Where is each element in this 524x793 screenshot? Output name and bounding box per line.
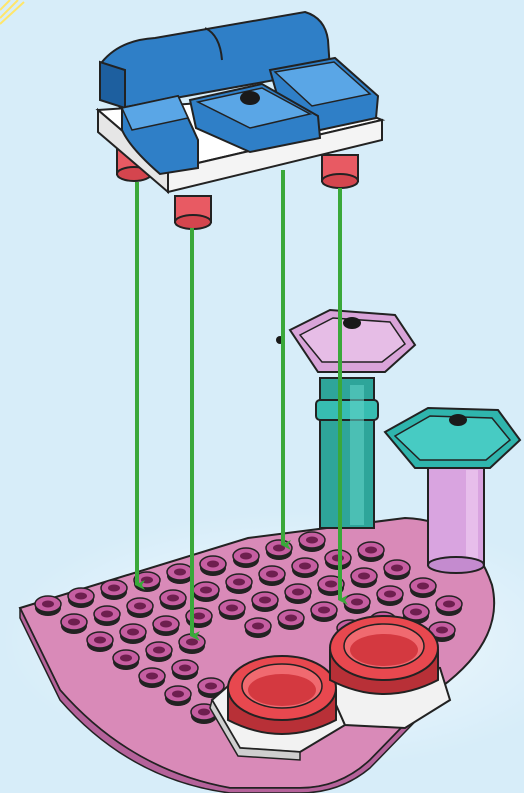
sunburst-decoration [0,0,24,24]
plate-stud [266,540,292,560]
plate-stud [410,578,436,598]
plate-stud [285,584,311,604]
pink-lamp [276,310,415,528]
plate-stud [245,618,271,638]
plate-stud [146,642,172,662]
red-cup-right [330,616,438,694]
plate-stud [233,548,259,568]
plate-stud [160,590,186,610]
plate-stud [351,568,377,588]
plate-stud [172,660,198,680]
plate-stud [292,558,318,578]
plate-stud [252,592,278,612]
plate-stud [68,588,94,608]
plate-stud [179,634,205,654]
plate-stud [139,668,165,688]
plate-stud [113,650,139,670]
plate-stud [358,542,384,562]
plate-stud [165,686,191,706]
plate-stud [127,598,153,618]
plate-stud [384,560,410,580]
plate-stud [101,580,127,600]
plate-stud [87,632,113,652]
plate-stud [193,582,219,602]
plate-stud [120,624,146,644]
plate-stud [278,610,304,630]
plate-stud [153,616,179,636]
plate-stud [377,586,403,606]
plate-stud [311,602,337,622]
plate-stud [299,532,325,552]
plate-stud [94,606,120,626]
plate-stud [35,596,61,616]
plate-stud [226,574,252,594]
plate-stud [344,594,370,614]
plate-stud [436,596,462,616]
plate-stud [61,614,87,634]
plate-stud [186,608,212,628]
plate-stud [219,600,245,620]
plate-stud [167,564,193,584]
plate-stud [200,556,226,576]
red-cup-left [228,656,336,734]
plate-stud [259,566,285,586]
